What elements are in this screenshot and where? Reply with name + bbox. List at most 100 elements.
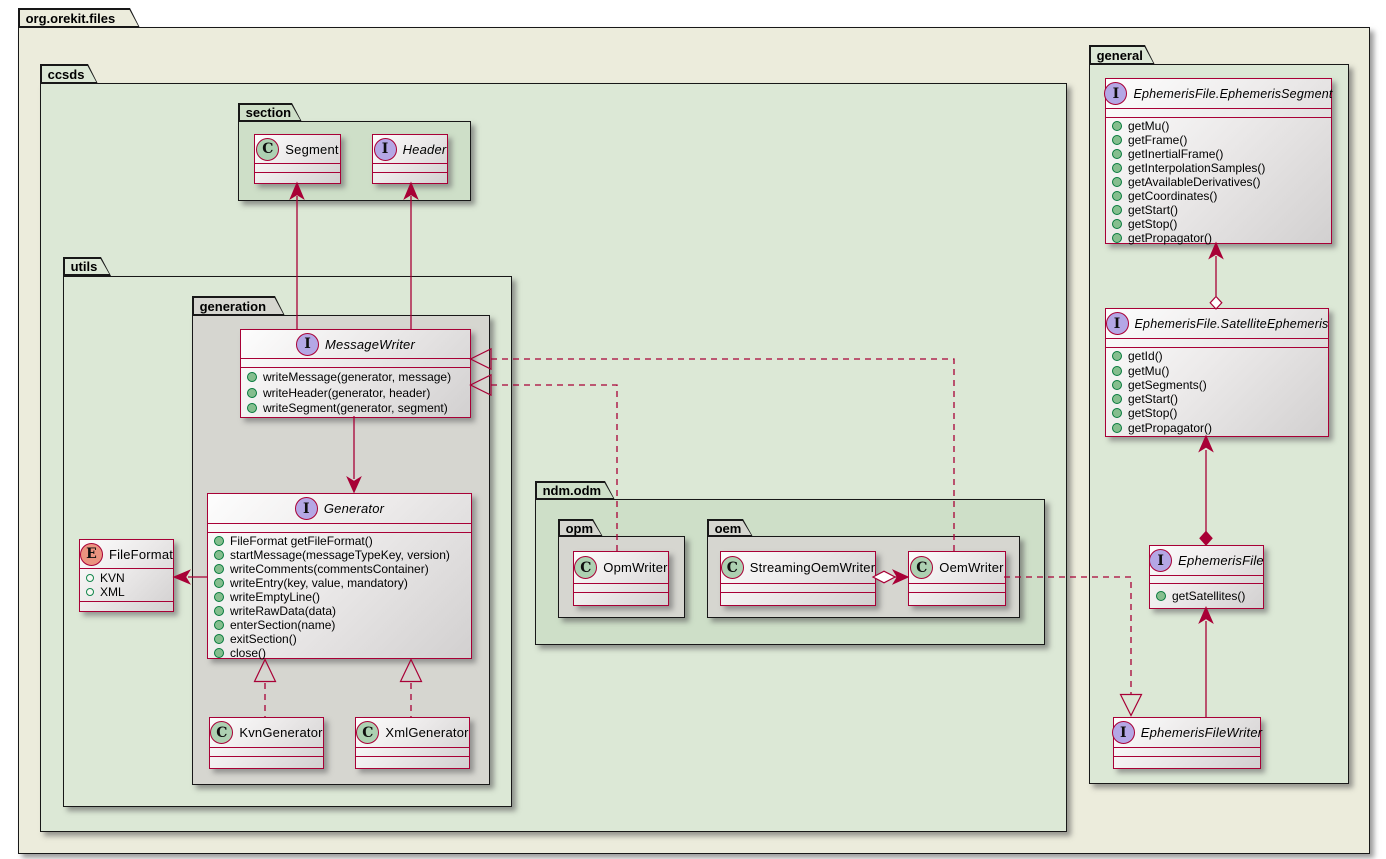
package-label: general xyxy=(1091,47,1154,64)
public-method-icon xyxy=(1112,233,1122,243)
method-item: getStop() xyxy=(1112,217,1325,231)
public-method-icon xyxy=(247,372,257,383)
class-kind-icon: C xyxy=(720,556,744,579)
class-streaming-oem-writer: C StreamingOemWriter xyxy=(720,551,876,606)
fields-compartment: KVN XML xyxy=(80,569,173,602)
enum-file-format: E FileFormat KVN XML xyxy=(79,539,174,612)
interface-ephemeris-file: I EphemerisFile getSatellites() xyxy=(1149,545,1264,609)
class-name: StreamingOemWriter xyxy=(749,560,876,575)
methods-compartment: getMu() getFrame() getInertialFrame() ge… xyxy=(1106,118,1331,246)
method-item: exitSection() xyxy=(214,632,465,646)
class-header: I Header xyxy=(372,134,448,184)
package-label: ccsds xyxy=(42,66,97,83)
public-method-icon xyxy=(1112,163,1122,173)
public-method-icon xyxy=(214,620,224,630)
public-method-icon xyxy=(1112,379,1122,390)
public-method-icon xyxy=(214,592,224,602)
public-method-icon xyxy=(214,550,224,560)
public-method-icon xyxy=(1112,219,1122,229)
enum-constant-icon xyxy=(86,588,94,597)
method-item: writeRawData(data) xyxy=(214,604,465,618)
method-item: enterSection(name) xyxy=(214,618,465,632)
public-method-icon xyxy=(1112,205,1122,215)
fields-compartment xyxy=(210,748,323,757)
class-kind-icon: C xyxy=(256,137,280,161)
method-item: writeSegment(generator, segment) xyxy=(247,401,464,415)
fields-compartment xyxy=(373,164,447,173)
method-item: getInertialFrame() xyxy=(1112,147,1325,161)
class-name: EphemerisFile.EphemerisSegment xyxy=(1133,86,1333,101)
method-item: writeComments(commentsContainer) xyxy=(214,562,465,576)
method-item: getMu() xyxy=(1112,364,1322,378)
method-item: getFrame() xyxy=(1112,133,1325,147)
methods-compartment xyxy=(1114,757,1260,768)
class-name: Generator xyxy=(323,501,385,516)
method-item: FileFormat getFileFormat() xyxy=(214,534,465,548)
fields-compartment xyxy=(208,524,471,533)
public-method-icon xyxy=(214,634,224,644)
methods-compartment xyxy=(721,593,875,605)
method-item: getPropagator() xyxy=(1112,231,1325,245)
interface-satellite-ephemeris: I EphemerisFile.SatelliteEphemeris getId… xyxy=(1105,308,1329,437)
package-label: utils xyxy=(65,259,110,275)
class-kind-icon: C xyxy=(210,721,234,744)
interface-ephemeris-segment: I EphemerisFile.EphemerisSegment getMu()… xyxy=(1104,78,1333,246)
class-name: EphemerisFile xyxy=(1178,553,1264,568)
class-name: XmlGenerator xyxy=(385,725,469,740)
public-method-icon xyxy=(1112,149,1122,159)
package-section-tab: section xyxy=(238,103,302,122)
class-opm-writer: C OpmWriter xyxy=(573,551,669,606)
class-name: EphemerisFile.SatelliteEphemeris xyxy=(1134,316,1329,331)
fields-compartment xyxy=(241,359,470,368)
method-item: getInterpolationSamples() xyxy=(1112,161,1325,175)
method-item: getStart() xyxy=(1112,203,1325,217)
class-kind-icon: C xyxy=(574,556,598,579)
public-method-icon xyxy=(1156,591,1166,601)
public-method-icon xyxy=(1112,394,1122,405)
interface-kind-icon: I xyxy=(1111,721,1135,744)
fields-compartment xyxy=(356,748,469,757)
methods-compartment xyxy=(373,173,447,183)
methods-compartment xyxy=(80,602,173,611)
class-name: FileFormat xyxy=(108,546,174,562)
interface-generator: I Generator FileFormat getFileFormat() s… xyxy=(207,493,472,660)
public-method-icon xyxy=(1112,191,1122,201)
package-utils-tab: utils xyxy=(63,257,111,276)
method-item: writeEntry(key, value, mandatory) xyxy=(214,576,465,590)
class-xml-generator: C XmlGenerator xyxy=(355,717,470,769)
enum-constant-icon xyxy=(86,573,94,582)
package-ccsds-tab: ccsds xyxy=(40,64,98,84)
method-item: getAvailableDerivatives() xyxy=(1112,175,1325,189)
methods-compartment xyxy=(210,757,323,768)
method-item: getSegments() xyxy=(1112,378,1322,392)
interface-ephemeris-file-writer: I EphemerisFileWriter xyxy=(1111,717,1263,769)
public-method-icon xyxy=(214,648,224,658)
class-name: KvnGenerator xyxy=(239,725,323,740)
fields-compartment xyxy=(1150,576,1263,584)
class-name: Header xyxy=(402,141,447,157)
method-item: close() xyxy=(214,646,465,660)
fields-compartment xyxy=(255,164,340,173)
method-item: getPropagator() xyxy=(1112,421,1322,435)
public-method-icon xyxy=(1112,177,1122,187)
method-item: getStart() xyxy=(1112,392,1322,406)
public-method-icon xyxy=(1112,351,1122,362)
interface-kind-icon: I xyxy=(294,497,318,520)
public-method-icon xyxy=(214,578,224,588)
method-item: getCoordinates() xyxy=(1112,189,1325,203)
methods-compartment xyxy=(255,173,340,183)
public-method-icon xyxy=(1112,422,1122,433)
field-item: KVN xyxy=(86,571,167,585)
methods-compartment: getId() getMu() getSegments() getStart()… xyxy=(1106,348,1328,436)
methods-compartment xyxy=(574,593,668,605)
public-method-icon xyxy=(247,402,257,413)
public-method-icon xyxy=(1112,365,1122,376)
public-method-icon xyxy=(1112,135,1122,145)
method-item: writeHeader(generator, header) xyxy=(247,386,464,400)
class-name: EphemerisFileWriter xyxy=(1140,725,1263,740)
methods-compartment xyxy=(356,757,469,768)
fields-compartment xyxy=(909,584,1005,593)
class-kind-icon: C xyxy=(910,556,934,579)
fields-compartment xyxy=(1106,109,1331,118)
